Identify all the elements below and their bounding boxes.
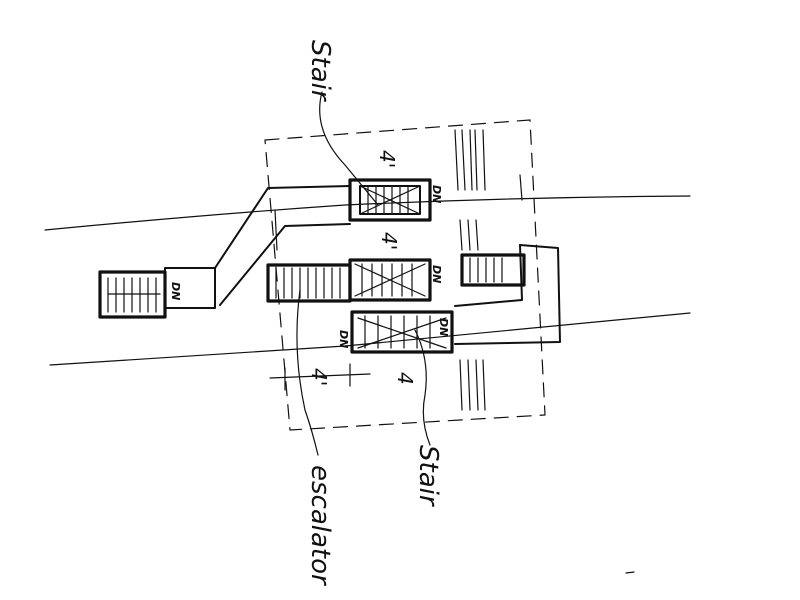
connector-ramp-lower (219, 223, 351, 306)
stray-mark (625, 571, 635, 574)
label-stair-bottom: Stair (413, 445, 443, 508)
dim-4-middle: 4' (377, 232, 401, 250)
platform-edge-top (44, 195, 691, 231)
dn-label-small: DN (437, 318, 450, 336)
dn-label-left: DN (169, 282, 182, 300)
column-marks (274, 129, 523, 411)
dn-label-lower: DN (337, 330, 350, 348)
connector-ramp (214, 185, 351, 269)
left-stair (98, 267, 216, 319)
dim-4-bottom-right: 4 (393, 372, 417, 385)
platform-edge-bottom (49, 312, 691, 366)
lower-stair (350, 310, 454, 354)
dimension-line (269, 363, 371, 391)
leader-stair-top (319, 91, 379, 206)
leader-stair-bottom (414, 329, 431, 446)
dn-label-middle: DN (430, 265, 443, 283)
label-stair-top: Stair (305, 40, 335, 103)
label-escalator: escalator (305, 465, 335, 587)
concourse-outline (264, 119, 546, 431)
upper-stair (348, 178, 432, 222)
right-small-stair (454, 244, 561, 345)
leader-escalator (296, 289, 319, 456)
dim-4-bottom-left: 4' (307, 368, 331, 386)
middle-escalator (266, 258, 432, 303)
dim-4-top: 4' (375, 150, 399, 168)
dn-label-upper: DN (430, 185, 443, 203)
